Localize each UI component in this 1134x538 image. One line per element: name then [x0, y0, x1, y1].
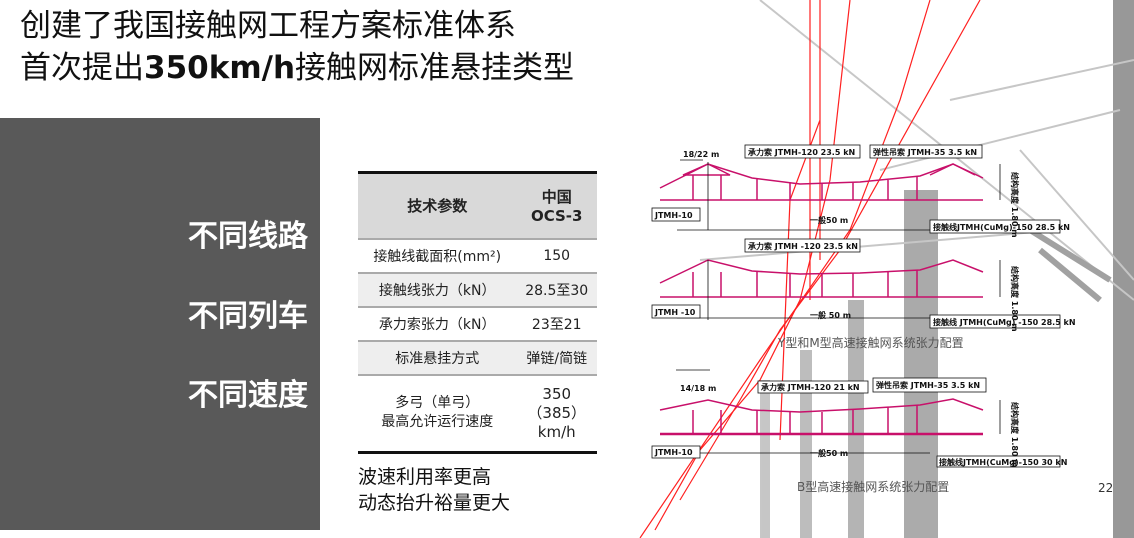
- cell: 标准悬挂方式: [358, 340, 517, 376]
- cell: 接触线截面积(mm²): [358, 238, 517, 274]
- label-boxes: [651, 144, 1061, 468]
- distance-label: 一般50 m: [810, 448, 848, 458]
- notes: 波速利用率更高 动态抬升裕量更大: [358, 464, 510, 516]
- height-label: 结构高度 1.80 m: [1010, 172, 1020, 238]
- cell: 150: [516, 238, 597, 274]
- slide-title-line1: 创建了我国接触网工程方案标准体系: [20, 8, 516, 44]
- cell: 接触线张力（kN）: [358, 272, 517, 308]
- catenary-3: [659, 398, 984, 436]
- background-photo: [699, 0, 1134, 538]
- dimension-lines: [676, 159, 1001, 454]
- cell: 23至21: [516, 306, 597, 342]
- cell: 多弓（单弓） 最高允许运行速度: [381, 395, 494, 431]
- messenger-label: 承力索 JTMH-120 21 kN: [761, 382, 860, 392]
- note-line: 动态抬升裕量更大: [358, 492, 511, 514]
- title-text: 接触网标准悬挂类型: [295, 50, 575, 86]
- contact-wire-label: 接触线JTMH(CuMg)-150 30 kN: [939, 457, 1067, 467]
- slide-title-line2: 首次提出350km/h接触网标准悬挂类型: [20, 48, 574, 88]
- header-cell: 技术参数: [358, 172, 517, 240]
- contact-wire-label: 接触线 JTMH(CuMg) -150 28.5 kN: [933, 317, 1076, 327]
- side-label: 不同列车: [188, 299, 308, 334]
- page-number: 22: [1098, 481, 1114, 495]
- catenary-2: [659, 259, 984, 298]
- hanger-label: JTMH -10: [654, 308, 696, 317]
- distance-label: 一般 50 m: [810, 310, 851, 320]
- table-row: 承力索张力（kN）23至21: [358, 306, 597, 342]
- table-row: 接触线张力（kN）28.5至30: [358, 272, 597, 308]
- contact-wire-label: 接触线JTMH(CuMg)-150 28.5 kN: [933, 222, 1070, 232]
- side-panel: [0, 118, 320, 530]
- hanger-label: JTMH-10: [654, 448, 693, 457]
- title-speed: 350km/h: [144, 50, 296, 86]
- note-line: 波速利用率更高: [358, 466, 492, 488]
- messenger-label: 承力索 JTMH-120 23.5 kN: [748, 147, 855, 157]
- cell: 弹链/简链: [516, 340, 597, 376]
- side-label: 不同线路: [188, 219, 308, 254]
- distance-label: 一般50 m: [810, 215, 848, 225]
- cell: 28.5至30: [516, 272, 597, 308]
- table-row: 接触线截面积(mm²)150: [358, 238, 597, 274]
- title-text: 首次提出: [20, 50, 144, 86]
- dropper-label: 弹性吊索 JTMH-35 3.5 kN: [873, 147, 977, 157]
- catenary-1: [659, 163, 984, 201]
- table-header: 技术参数中国 OCS-3: [358, 172, 597, 240]
- cell: 350 （385） km/h: [527, 384, 587, 441]
- span-label: 14/18 m: [680, 384, 716, 393]
- parameter-table: 技术参数中国 OCS-3 接触线截面积(mm²)150 接触线张力（kN）28.…: [358, 171, 597, 454]
- cell: 承力索张力（kN）: [358, 306, 517, 342]
- span-label: 18/22 m: [683, 150, 719, 159]
- dropper-label: 弹性吊索 JTMH-35 3.5 kN: [876, 380, 980, 390]
- diagram-caption: Y型和M型高速接触网系统张力配置: [777, 335, 964, 350]
- table-row: 标准悬挂方式弹链/简链: [358, 340, 597, 376]
- messenger-label: 承力索 JTMH -120 23.5 kN: [748, 241, 858, 251]
- height-label: 结构高度 1.80 m: [1010, 266, 1020, 332]
- hanger-label: JTMH-10: [654, 211, 693, 220]
- height-label: 结构高度 1.80 m: [1010, 402, 1020, 468]
- header-cell: 中国 OCS-3: [516, 172, 597, 240]
- side-label: 不同速度: [188, 378, 308, 413]
- catenary-diagram: 18/22 m 承力索 JTMH-120 23.5 kN 弹性吊索 JTMH-3…: [639, 0, 1134, 538]
- diagram-caption: B型高速接触网系统张力配置: [797, 479, 949, 494]
- table-row: 多弓（单弓） 最高允许运行速度 350 （385） km/h: [358, 375, 597, 453]
